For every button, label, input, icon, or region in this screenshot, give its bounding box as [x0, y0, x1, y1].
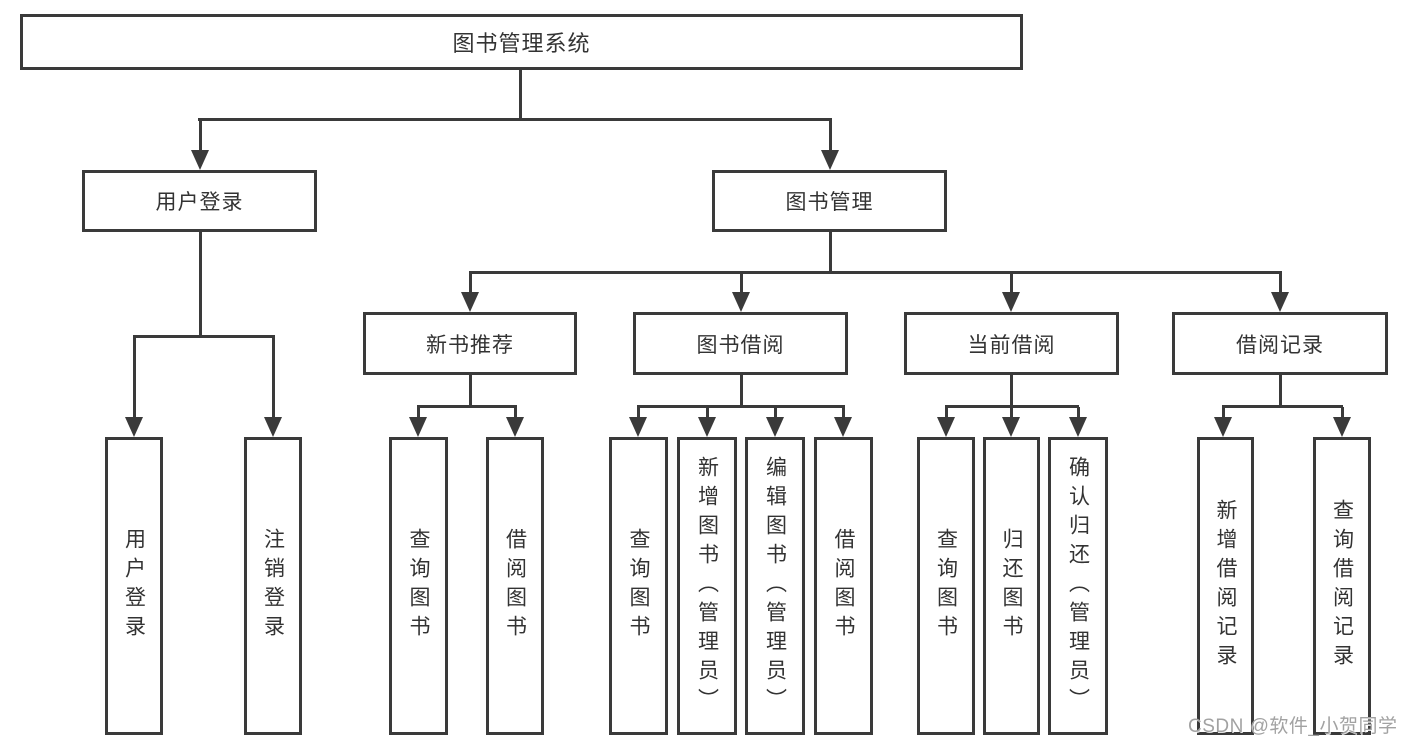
edge-borrowing-drop-1: [637, 407, 640, 419]
leaf-recommend-query-books-label: 查询图书: [407, 528, 430, 644]
arrowhead-to-book-borrowing: [732, 292, 750, 312]
arrowhead-to-borrowing-query: [629, 417, 647, 437]
leaf-edit-books-admin-label: 编辑图书（管理员）: [763, 455, 787, 717]
arrowhead-to-return-books: [1002, 417, 1020, 437]
arrowhead-to-leaf-logout: [264, 417, 282, 437]
arrowhead-to-borrowing-borrow: [834, 417, 852, 437]
arrowhead-to-edit-books: [766, 417, 784, 437]
node-root: 图书管理系统: [20, 14, 1023, 70]
leaf-edit-books-admin: 编辑图书（管理员）: [745, 437, 805, 735]
edge-current-rail: [945, 405, 1079, 408]
csdn-watermark: CSDN @软件_小贺同学: [1188, 716, 1398, 737]
edge-bookmgmt-drop-4: [1279, 273, 1282, 294]
arrowhead-to-current-borrowing: [1002, 292, 1020, 312]
edge-borrowing-drop-2: [706, 407, 709, 419]
edge-root-drop-left: [199, 120, 202, 152]
leaf-borrowing-borrow-books: 借阅图书: [814, 437, 873, 735]
edge-bookmgmt-drop-2: [740, 273, 743, 294]
edge-userlogin-rail: [133, 335, 275, 338]
leaf-query-borrow-record: 查询借阅记录: [1313, 437, 1371, 735]
node-book-borrowing: 图书借阅: [633, 312, 848, 375]
node-book-management-label: 图书管理: [785, 191, 874, 214]
arrowhead-to-borrow-records: [1271, 292, 1289, 312]
edge-root-rail: [198, 118, 832, 121]
node-book-borrowing-label: 图书借阅: [696, 333, 785, 357]
edge-current-drop-3: [1077, 407, 1080, 419]
edge-recommend-stem: [469, 375, 472, 408]
arrowhead-to-confirm-return: [1069, 417, 1087, 437]
edge-userlogin-drop-2: [272, 337, 275, 419]
leaf-add-borrow-record: 新增借阅记录: [1197, 437, 1254, 735]
arrowhead-to-add-books: [698, 417, 716, 437]
edge-bookmgmt-rail: [469, 271, 1282, 274]
arrowhead-to-current-query: [937, 417, 955, 437]
edge-root-drop-right: [829, 120, 832, 152]
leaf-user-login: 用户登录: [105, 437, 163, 735]
edge-recommend-drop-2: [514, 407, 517, 419]
edge-borrowing-drop-4: [842, 407, 845, 419]
leaf-recommend-query-books: 查询图书: [389, 437, 448, 735]
leaf-confirm-return-admin-label: 确认归还（管理员）: [1066, 455, 1090, 717]
edge-bookmgmt-drop-1: [469, 273, 472, 294]
leaf-return-books-label: 归还图书: [1000, 528, 1023, 644]
leaf-borrowing-query-books-label: 查询图书: [627, 528, 650, 644]
edge-current-drop-1: [945, 407, 948, 419]
leaf-user-login-label: 用户登录: [122, 528, 146, 644]
leaf-add-books-admin: 新增图书（管理员）: [677, 437, 737, 735]
node-book-management: 图书管理: [712, 170, 947, 232]
edge-records-drop-2: [1341, 407, 1344, 419]
edge-root-stem: [519, 70, 522, 120]
leaf-current-query-books-label: 查询图书: [934, 528, 958, 644]
leaf-logout-label: 注销登录: [261, 528, 285, 644]
edge-current-drop-2: [1010, 407, 1013, 419]
leaf-recommend-borrow-books: 借阅图书: [486, 437, 544, 735]
arrowhead-to-book-management: [821, 150, 839, 170]
edge-userlogin-drop-1: [133, 337, 136, 419]
edge-recommend-rail: [417, 405, 517, 408]
node-user-login-label: 用户登录: [155, 191, 244, 214]
arrowhead-to-leaf-user-login: [125, 417, 143, 437]
edge-borrowing-stem: [740, 375, 743, 408]
edge-userlogin-stem: [199, 232, 202, 337]
arrowhead-to-new-book-recommend: [461, 292, 479, 312]
leaf-add-books-admin-label: 新增图书（管理员）: [695, 455, 719, 717]
leaf-query-borrow-record-label: 查询借阅记录: [1330, 499, 1354, 673]
leaf-confirm-return-admin: 确认归还（管理员）: [1048, 437, 1108, 735]
node-user-login: 用户登录: [82, 170, 317, 232]
leaf-logout: 注销登录: [244, 437, 302, 735]
node-borrow-records-label: 借阅记录: [1236, 333, 1324, 357]
node-new-book-recommend-label: 新书推荐: [426, 333, 514, 357]
edge-records-drop-1: [1222, 407, 1225, 419]
edge-bookmgmt-drop-3: [1010, 273, 1013, 294]
arrowhead-to-recommend-query: [409, 417, 427, 437]
arrowhead-to-recommend-borrow: [506, 417, 524, 437]
edge-recommend-drop-1: [417, 407, 420, 419]
arrowhead-to-query-record: [1333, 417, 1351, 437]
leaf-borrowing-borrow-books-label: 借阅图书: [832, 528, 855, 644]
edge-records-rail: [1222, 405, 1343, 408]
node-current-borrowing-label: 当前借阅: [967, 333, 1056, 357]
edge-records-stem: [1279, 375, 1282, 408]
node-borrow-records: 借阅记录: [1172, 312, 1388, 375]
leaf-borrowing-query-books: 查询图书: [609, 437, 668, 735]
edge-borrowing-drop-3: [774, 407, 777, 419]
edge-current-stem: [1010, 375, 1013, 408]
leaf-add-borrow-record-label: 新增借阅记录: [1214, 499, 1237, 673]
node-current-borrowing: 当前借阅: [904, 312, 1119, 375]
edge-bookmgmt-stem: [829, 232, 832, 273]
leaf-return-books: 归还图书: [983, 437, 1040, 735]
node-new-book-recommend: 新书推荐: [363, 312, 577, 375]
leaf-recommend-borrow-books-label: 借阅图书: [503, 528, 527, 644]
leaf-current-query-books: 查询图书: [917, 437, 975, 735]
arrowhead-to-user-login: [191, 150, 209, 170]
node-root-label: 图书管理系统: [452, 31, 591, 56]
edge-borrowing-rail: [637, 405, 845, 408]
arrowhead-to-add-record: [1214, 417, 1232, 437]
